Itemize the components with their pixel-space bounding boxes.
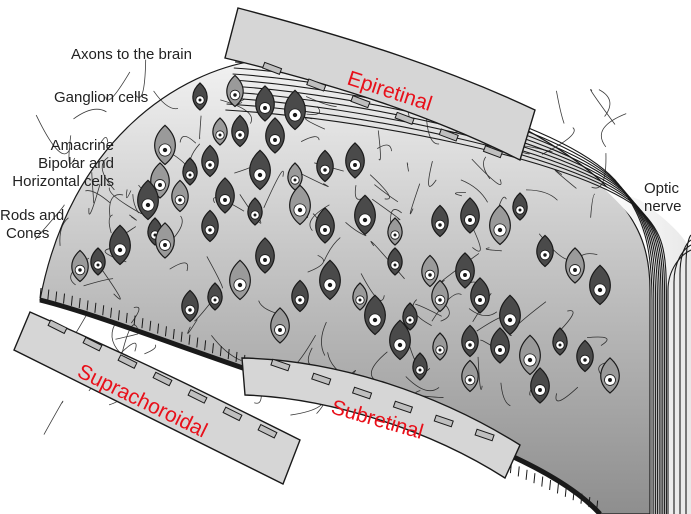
cell-nucleolus xyxy=(419,369,422,372)
cell-nucleolus xyxy=(498,348,502,352)
cell-nucleolus xyxy=(214,299,217,302)
neurite xyxy=(73,109,106,119)
cell-nucleolus xyxy=(598,288,602,292)
cell-nucleolus xyxy=(118,248,122,252)
neurite xyxy=(44,401,63,434)
cell-nucleolus xyxy=(298,298,301,301)
cell-nucleolus xyxy=(238,283,242,287)
cell-nucleolus xyxy=(294,179,297,182)
photoreceptor-tick xyxy=(526,470,527,480)
cell-nucleolus xyxy=(519,209,522,212)
cell-nucleolus xyxy=(559,344,562,347)
cell-nucleolus xyxy=(223,198,227,202)
cell-nucleolus xyxy=(199,99,202,102)
cell-nucleolus xyxy=(178,198,181,201)
cell-nucleolus xyxy=(163,148,167,152)
cell-nucleolus xyxy=(394,264,397,267)
cell-nucleolus xyxy=(323,168,326,171)
amacrine-line-2: Bipolar and xyxy=(0,155,114,173)
photoreceptor-tick xyxy=(550,480,551,490)
cell-nucleolus xyxy=(158,183,162,187)
cell-nucleolus xyxy=(293,113,297,117)
cell-nucleolus xyxy=(468,218,472,222)
cell-nucleolus xyxy=(438,298,441,301)
cell-nucleolus xyxy=(498,228,502,232)
optic-line-1: Optic xyxy=(644,180,682,198)
cell-nucleolus xyxy=(298,208,302,212)
cell-nucleolus xyxy=(208,228,211,231)
cell-nucleolus xyxy=(258,173,262,177)
photoreceptor-tick xyxy=(557,483,558,493)
cell-nucleolus xyxy=(353,163,357,167)
cell-nucleolus xyxy=(508,318,512,322)
photoreceptor-tick xyxy=(542,477,543,487)
neurite xyxy=(591,89,615,124)
cell-nucleolus xyxy=(208,163,211,166)
axons-label: Axons to the brain xyxy=(71,46,192,64)
cell-nucleolus xyxy=(189,174,192,177)
cell-nucleolus xyxy=(328,283,332,287)
cell-nucleolus xyxy=(608,378,612,382)
cell-nucleolus xyxy=(219,134,222,137)
cell-nucleolus xyxy=(273,138,277,142)
cell-nucleolus xyxy=(478,298,482,302)
neurite xyxy=(556,91,564,124)
cell-nucleolus xyxy=(163,243,167,247)
cell-nucleolus xyxy=(543,253,546,256)
photoreceptor-tick xyxy=(534,473,535,483)
cell-nucleolus xyxy=(278,328,282,332)
cell-nucleolus xyxy=(394,234,397,237)
cell-nucleolus xyxy=(78,268,81,271)
photoreceptor-tick xyxy=(518,466,519,476)
amacrine-label: Amacrine Bipolar and Horizontal cells xyxy=(0,137,114,191)
cell-nucleolus xyxy=(528,358,532,362)
rods-cones-label: Rods and Cones xyxy=(0,207,64,243)
cell-nucleolus xyxy=(263,258,267,262)
amacrine-line-1: Amacrine xyxy=(0,137,114,155)
neurite xyxy=(144,345,155,354)
neurite xyxy=(599,90,610,117)
cell-nucleolus xyxy=(398,343,402,347)
cell-nucleolus xyxy=(146,203,150,207)
amacrine-line-3: Horizontal cells xyxy=(0,173,114,191)
neurite xyxy=(601,114,626,147)
cell-nucleolus xyxy=(463,273,467,277)
ganglion-cells-label: Ganglion cells xyxy=(54,89,148,107)
retina-tissue xyxy=(40,59,650,514)
cell-nucleolus xyxy=(538,388,542,392)
cell-nucleolus xyxy=(583,358,586,361)
optic-nerve-label: Optic nerve xyxy=(644,180,682,216)
cell-nucleolus xyxy=(97,264,100,267)
cell-nucleolus xyxy=(359,299,362,302)
cell-nucleolus xyxy=(254,214,257,217)
cell-nucleolus xyxy=(438,223,441,226)
cell-nucleolus xyxy=(323,228,327,232)
cell-nucleolus xyxy=(468,378,471,381)
cell-nucleolus xyxy=(409,319,412,322)
rods-line-1: Rods and xyxy=(0,207,64,225)
cell-nucleolus xyxy=(188,308,191,311)
rods-line-2: Cones xyxy=(0,225,64,243)
cell-nucleolus xyxy=(363,218,367,222)
optic-line-2: nerve xyxy=(644,198,682,216)
cell-nucleolus xyxy=(373,318,377,322)
cell-nucleolus xyxy=(233,93,236,96)
cell-nucleolus xyxy=(238,133,241,136)
cell-nucleolus xyxy=(573,268,577,272)
cell-nucleolus xyxy=(468,343,471,346)
cell-nucleolus xyxy=(428,273,431,276)
cell-nucleolus xyxy=(439,349,442,352)
cell-nucleolus xyxy=(263,106,267,110)
